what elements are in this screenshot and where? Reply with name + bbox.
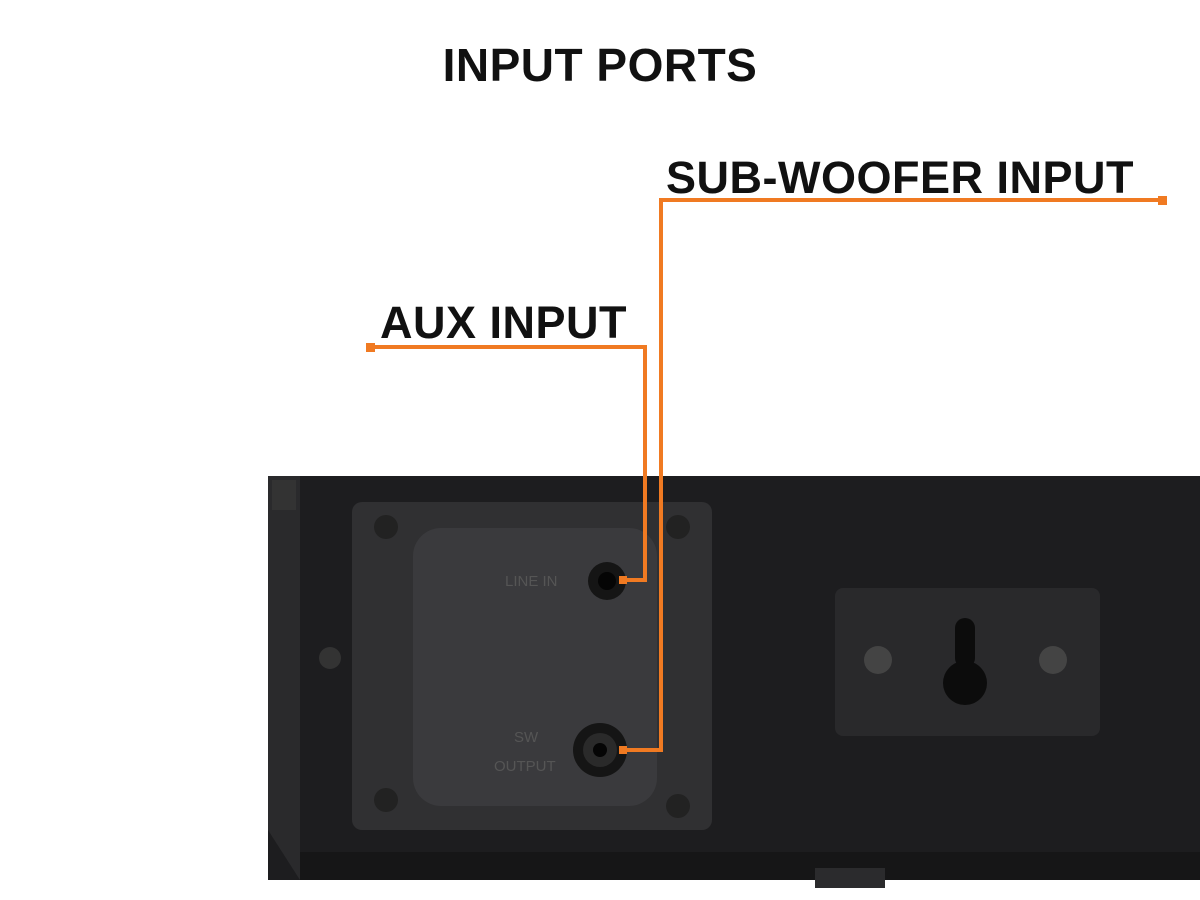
keyhole-icon xyxy=(943,661,987,705)
aux-callout-line xyxy=(370,345,647,582)
callout-lines xyxy=(370,198,1163,752)
aux-input-label: AUX INPUT xyxy=(380,297,628,348)
screw-icon xyxy=(864,646,892,674)
screw-icon xyxy=(1039,646,1067,674)
output-label: OUTPUT xyxy=(494,758,556,775)
subwoofer-input-label: SUB-WOOFER INPUT xyxy=(666,152,1134,203)
screw-icon xyxy=(319,647,341,669)
screw-icon xyxy=(374,788,398,812)
page-title: INPUT PORTS xyxy=(442,39,758,91)
sw-label: SW xyxy=(514,729,539,746)
screw-icon xyxy=(666,794,690,818)
port-plate: LINE IN SW OUTPUT xyxy=(352,502,712,830)
screw-icon xyxy=(374,515,398,539)
line-in-label: LINE IN xyxy=(505,573,558,590)
screw-icon xyxy=(666,515,690,539)
subwoofer-callout-line xyxy=(622,198,1163,752)
keyhole-mount xyxy=(835,588,1100,736)
